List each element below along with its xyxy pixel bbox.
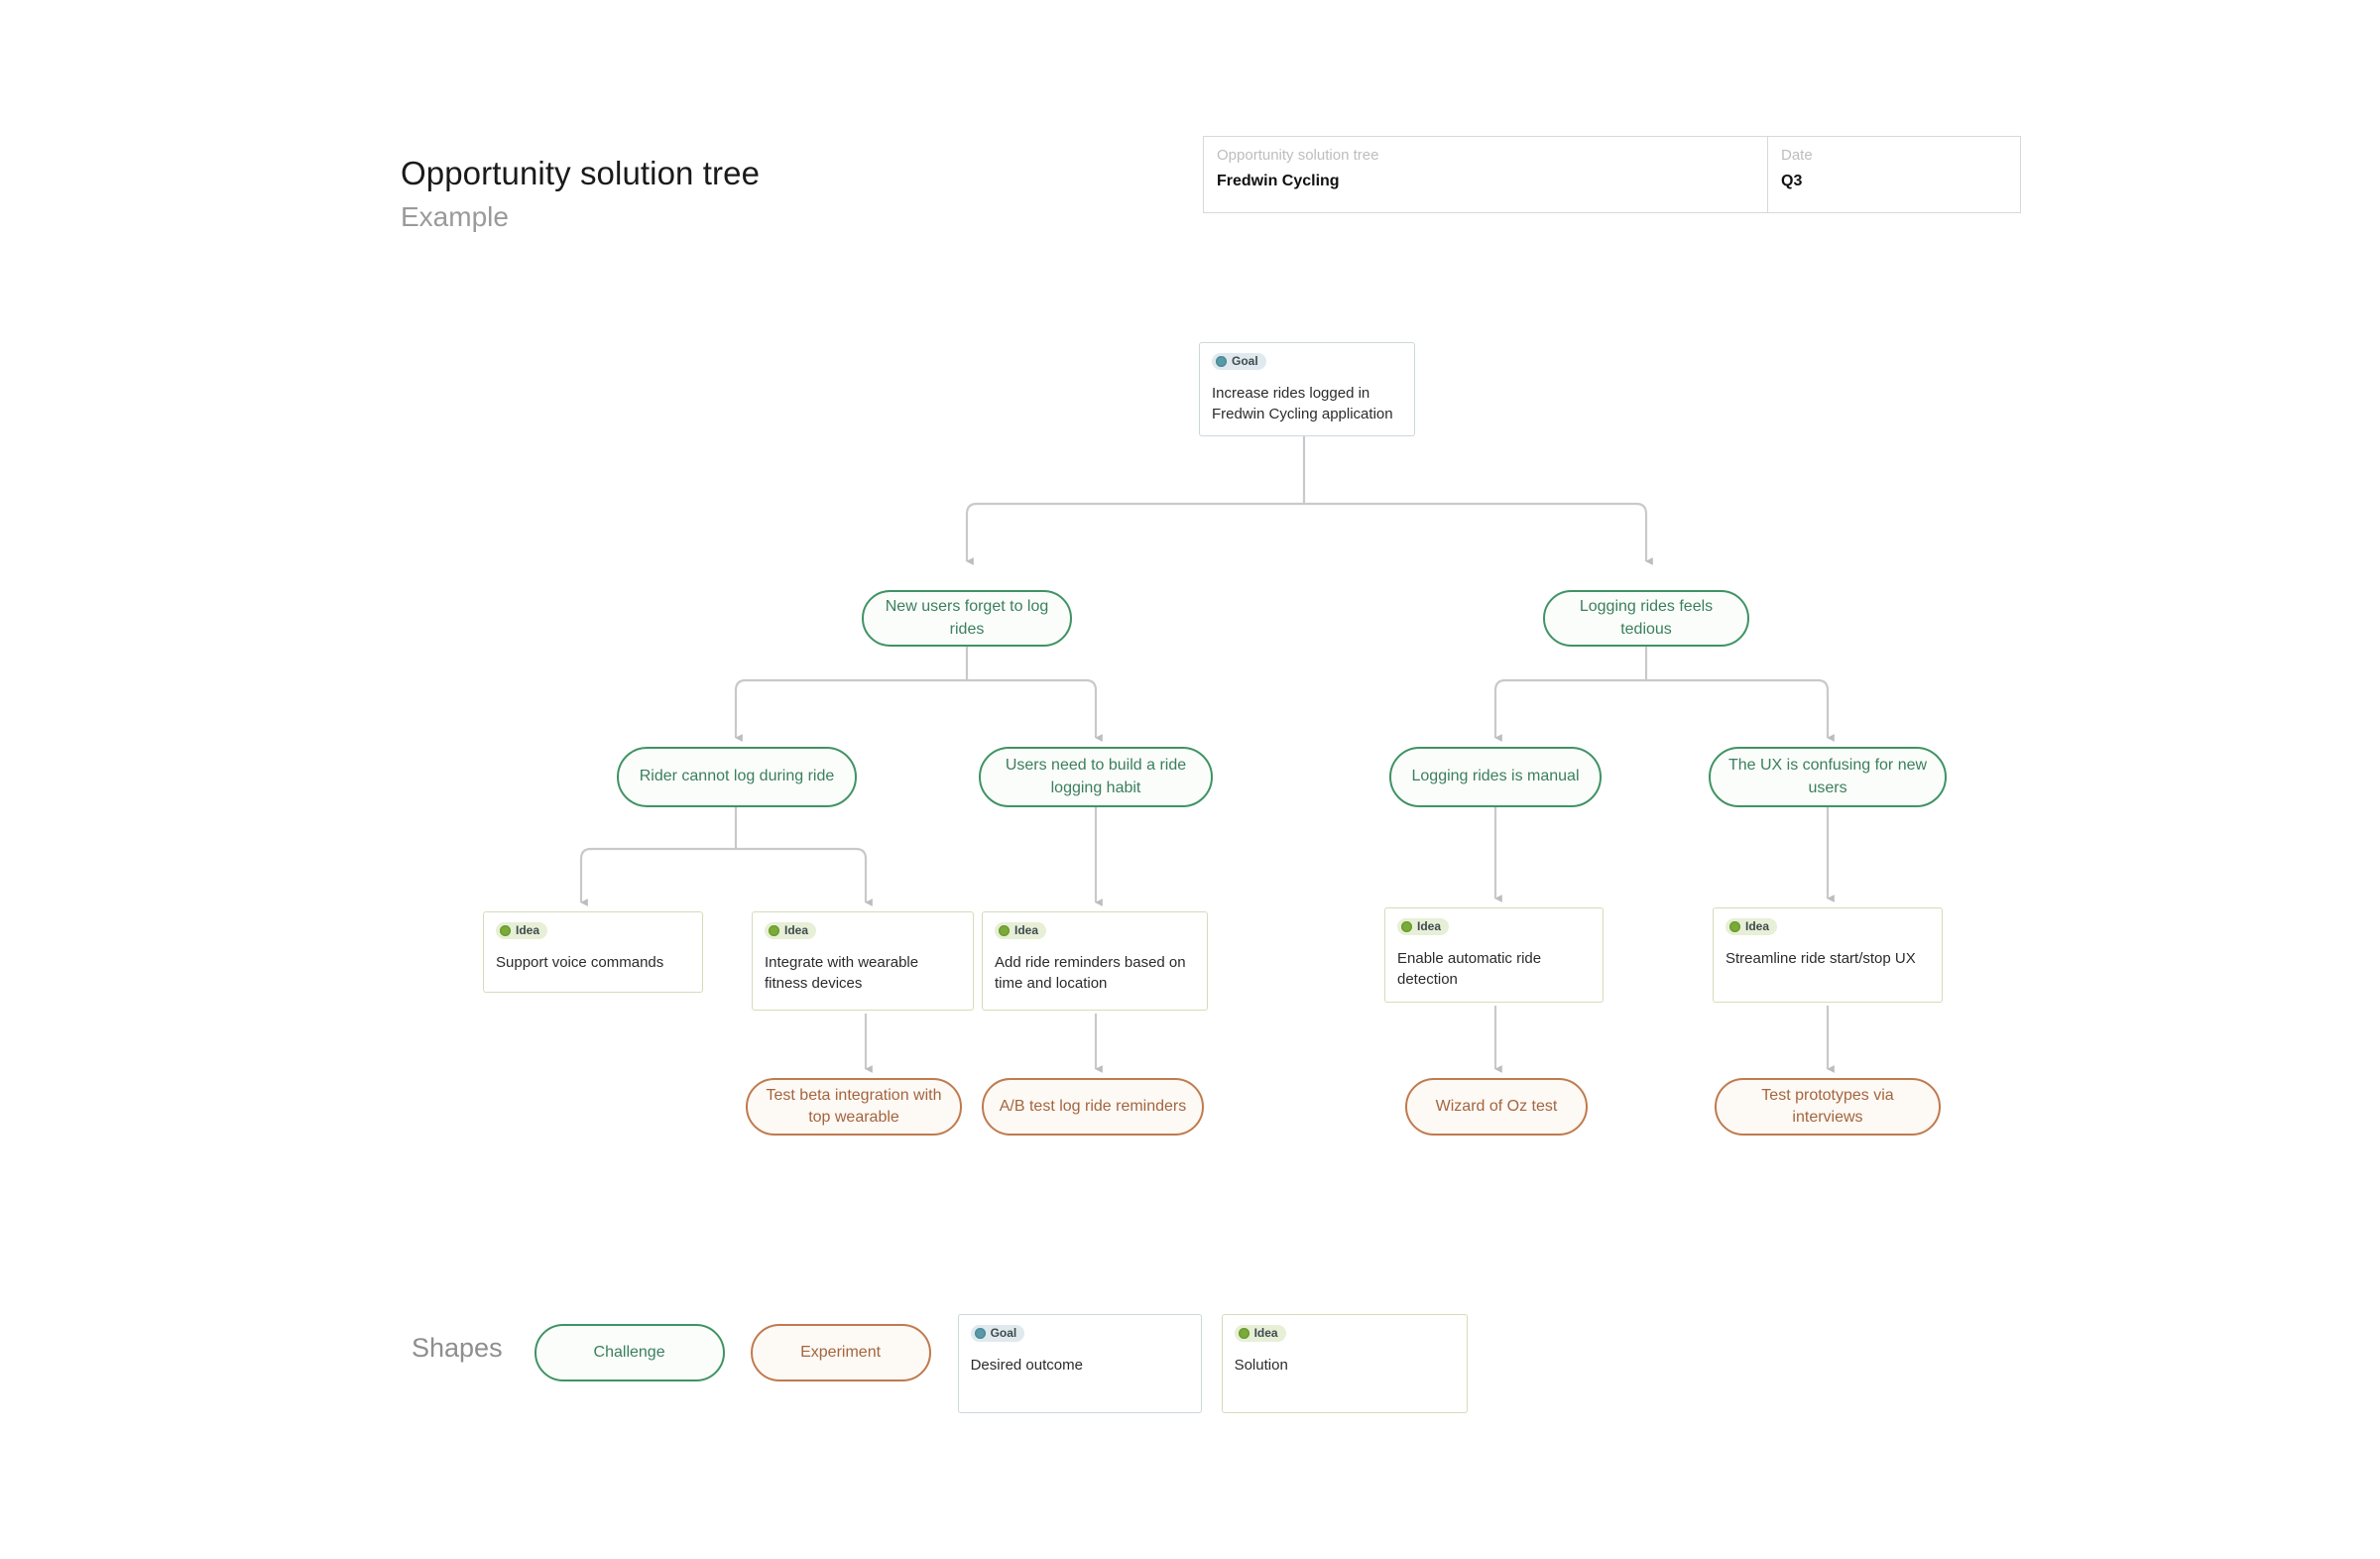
- node-idea-ride-reminders[interactable]: Idea Add ride reminders based on time an…: [982, 911, 1208, 1011]
- node-challenge-logging-manual[interactable]: Logging rides is manual: [1389, 747, 1602, 807]
- idea-text: Integrate with wearable fitness devices: [765, 954, 919, 993]
- goal-text: Increase rides logged in Fredwin Cycling…: [1212, 385, 1393, 423]
- node-challenge-build-habit[interactable]: Users need to build a ride logging habit: [979, 747, 1213, 807]
- meta-date-value: Q3: [1781, 173, 1803, 190]
- meta-cell-project[interactable]: Opportunity solution tree Fredwin Cyclin…: [1204, 137, 1768, 212]
- connector-c1-to-c1b: [967, 678, 1103, 742]
- goal-badge: Goal: [970, 1325, 1025, 1343]
- node-challenge-logging-tedious[interactable]: Logging rides feels tedious: [1543, 590, 1749, 647]
- meta-cell-date[interactable]: Date Q3: [1768, 137, 2020, 212]
- legend-idea-shape[interactable]: Idea Solution: [1221, 1314, 1468, 1413]
- connector-goal-to-c2: [1304, 502, 1653, 565]
- node-goal[interactable]: Goal Increase rides logged in Fredwin Cy…: [1199, 342, 1415, 436]
- idea-badge-label: Idea: [1014, 923, 1039, 937]
- idea-dot-icon: [1401, 921, 1412, 933]
- idea-badge-label: Idea: [784, 923, 809, 937]
- connector-c2-to-c2b: [1646, 678, 1835, 742]
- connector-c1-to-c1a: [734, 678, 967, 742]
- idea-badge: Idea: [765, 922, 817, 940]
- legend-goal-text: Desired outcome: [970, 1357, 1083, 1375]
- node-challenge-ux-confusing[interactable]: The UX is confusing for new users: [1709, 747, 1947, 807]
- header-title-block: Opportunity solution tree Example: [401, 154, 760, 233]
- idea-badge: Idea: [1726, 918, 1778, 936]
- idea-text: Streamline ride start/stop UX: [1726, 950, 1916, 968]
- legend-idea-text: Solution: [1234, 1357, 1288, 1375]
- idea-dot-icon: [1729, 921, 1740, 933]
- idea-text: Enable automatic ride detection: [1397, 950, 1542, 989]
- shapes-label: Shapes: [412, 1333, 503, 1363]
- goal-badge: Goal: [1212, 353, 1266, 371]
- idea-dot-icon: [769, 925, 779, 937]
- connector-c1a-to-idea2: [736, 847, 873, 906]
- shapes-legend: Shapes Challenge Experiment Goal Desired…: [412, 1314, 1468, 1413]
- node-experiment-prototype-interviews[interactable]: Test prototypes via interviews: [1715, 1078, 1941, 1136]
- idea-badge-label: Idea: [1253, 1326, 1278, 1340]
- idea-badge: Idea: [496, 922, 548, 940]
- node-idea-voice-commands[interactable]: Idea Support voice commands: [483, 911, 703, 993]
- goal-dot-icon: [974, 1328, 986, 1340]
- meta-project-label: Opportunity solution tree: [1217, 147, 1379, 164]
- legend-experiment-shape[interactable]: Experiment: [750, 1324, 931, 1381]
- idea-badge-label: Idea: [1745, 919, 1770, 933]
- connector-goal-to-c1: [965, 502, 1304, 565]
- node-idea-automatic-detection[interactable]: Idea Enable automatic ride detection: [1384, 907, 1604, 1003]
- legend-goal-shape[interactable]: Goal Desired outcome: [957, 1314, 1202, 1413]
- connector-c2-to-c2a: [1493, 678, 1646, 742]
- idea-badge: Idea: [1397, 918, 1450, 936]
- meta-table: Opportunity solution tree Fredwin Cyclin…: [1203, 136, 2021, 213]
- meta-date-label: Date: [1781, 147, 1813, 164]
- connector-c1a-to-idea1: [579, 847, 736, 906]
- node-experiment-ab-test-reminders[interactable]: A/B test log ride reminders: [982, 1078, 1204, 1136]
- idea-badge: Idea: [1234, 1325, 1286, 1343]
- idea-text: Add ride reminders based on time and loc…: [995, 954, 1186, 993]
- page-title: Opportunity solution tree: [401, 155, 761, 191]
- node-experiment-wizard-of-oz[interactable]: Wizard of Oz test: [1405, 1078, 1588, 1136]
- goal-badge-label: Goal: [990, 1326, 1017, 1340]
- page-subtitle: Example: [401, 200, 509, 232]
- goal-dot-icon: [1216, 356, 1227, 368]
- idea-dot-icon: [1238, 1328, 1250, 1340]
- node-challenge-new-users-forget[interactable]: New users forget to log rides: [862, 590, 1072, 647]
- idea-text: Support voice commands: [496, 954, 664, 972]
- node-experiment-beta-wearable[interactable]: Test beta integration with top wearable: [746, 1078, 962, 1136]
- legend-challenge-shape[interactable]: Challenge: [534, 1324, 725, 1381]
- idea-badge-label: Idea: [516, 923, 540, 937]
- idea-dot-icon: [500, 925, 511, 937]
- meta-project-value: Fredwin Cycling: [1217, 173, 1340, 190]
- node-challenge-rider-cannot-log[interactable]: Rider cannot log during ride: [617, 747, 857, 807]
- node-idea-wearable-devices[interactable]: Idea Integrate with wearable fitness dev…: [752, 911, 974, 1011]
- idea-badge-label: Idea: [1417, 919, 1442, 933]
- idea-dot-icon: [999, 925, 1010, 937]
- goal-badge-label: Goal: [1232, 354, 1258, 368]
- node-idea-streamline-ux[interactable]: Idea Streamline ride start/stop UX: [1713, 907, 1943, 1003]
- idea-badge: Idea: [995, 922, 1047, 940]
